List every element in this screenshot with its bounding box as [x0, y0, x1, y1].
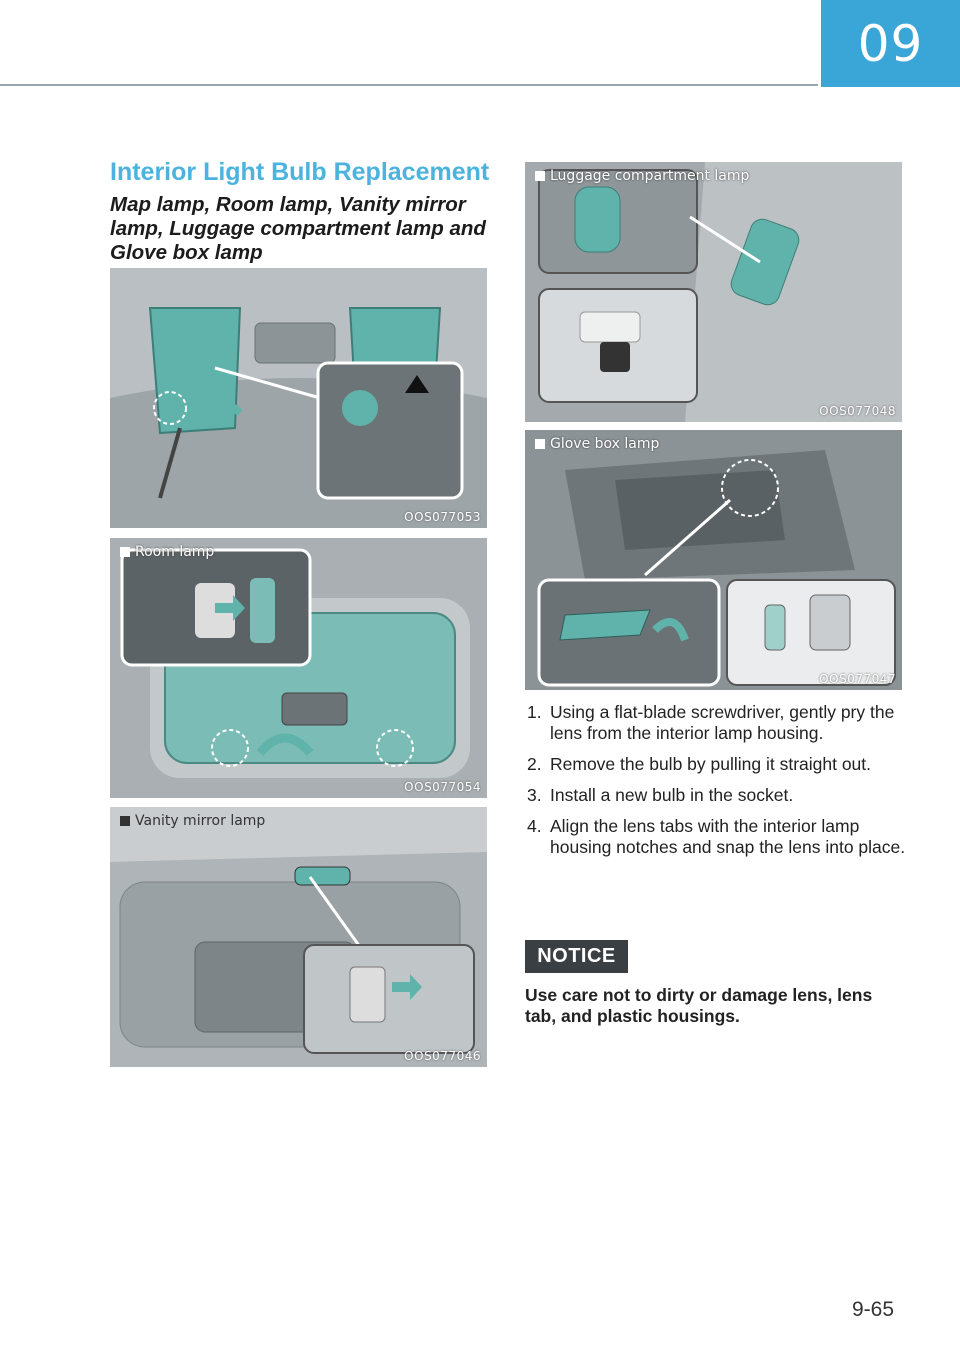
map-lamp-illustration: [110, 268, 487, 528]
step-item: 2. Remove the bulb by pulling it straight…: [527, 754, 907, 775]
section-title: Interior Light Bulb Replacement: [110, 158, 490, 186]
step-item: 1. Using a flat-blade screwdriver, gently…: [527, 702, 907, 744]
vanity-lamp-illustration: [110, 807, 487, 1067]
figure-caption: Glove box lamp: [535, 436, 659, 452]
step-number: 3.: [527, 785, 542, 805]
figure-code: OOS077046: [404, 1049, 481, 1063]
bullet-square-icon: [535, 171, 545, 181]
caption-text: Glove box lamp: [550, 436, 660, 452]
caption-text: Vanity mirror lamp: [135, 813, 266, 829]
step-text: Using a flat-blade screwdriver, gently p…: [550, 702, 895, 743]
figure-vanity-lamp: Vanity mirror lamp OOS077046: [110, 807, 487, 1067]
figure-code: OOS077053: [404, 510, 481, 524]
caption-text: Luggage compartment lamp: [550, 168, 750, 184]
subtitle: Map lamp, Room lamp, Vanity mirror lamp,…: [110, 193, 486, 264]
page-number: 9-65: [852, 1298, 895, 1321]
figure-caption: Luggage compartment lamp: [535, 168, 749, 184]
step-number: 2.: [527, 754, 542, 774]
luggage-lamp-illustration: [525, 162, 902, 422]
step-item: 4. Align the lens tabs with the interior …: [527, 816, 907, 858]
figure-luggage-lamp: Luggage compartment lamp OOS077048: [525, 162, 902, 422]
figure-map-lamp: OOS077053: [110, 268, 487, 528]
figure-glove-lamp: Glove box lamp OOS077047: [525, 430, 902, 690]
procedure-steps: 1. Using a flat-blade screwdriver, gently…: [527, 702, 907, 868]
step-text: Remove the bulb by pulling it straight o…: [550, 754, 872, 774]
chapter-tab: 09: [821, 0, 960, 87]
figure-room-lamp: Room lamp OOS077054: [110, 538, 487, 798]
bullet-square-icon: [120, 816, 130, 826]
figure-caption: Room lamp: [120, 544, 214, 560]
figure-caption: Vanity mirror lamp: [120, 813, 265, 829]
bullet-square-icon: [120, 547, 130, 557]
step-text: Align the lens tabs with the interior la…: [550, 816, 906, 857]
room-lamp-illustration: [110, 538, 487, 798]
glove-lamp-illustration: [525, 430, 902, 690]
header-rule: [0, 84, 818, 86]
step-number: 4.: [527, 816, 542, 836]
caption-text: Room lamp: [135, 544, 215, 560]
notice-text: Use care not to dirty or damage lens, le…: [525, 985, 873, 1026]
figure-code: OOS077047: [819, 672, 896, 686]
step-text: Install a new bulb in the socket.: [550, 785, 794, 805]
notice-label: NOTICE: [525, 940, 628, 973]
step-item: 3. Install a new bulb in the socket.: [527, 785, 907, 806]
figure-code: OOS077054: [404, 780, 481, 794]
step-number: 1.: [527, 702, 542, 722]
chapter-number: 09: [857, 14, 924, 73]
bullet-square-icon: [535, 439, 545, 449]
figure-code: OOS077048: [819, 404, 896, 418]
